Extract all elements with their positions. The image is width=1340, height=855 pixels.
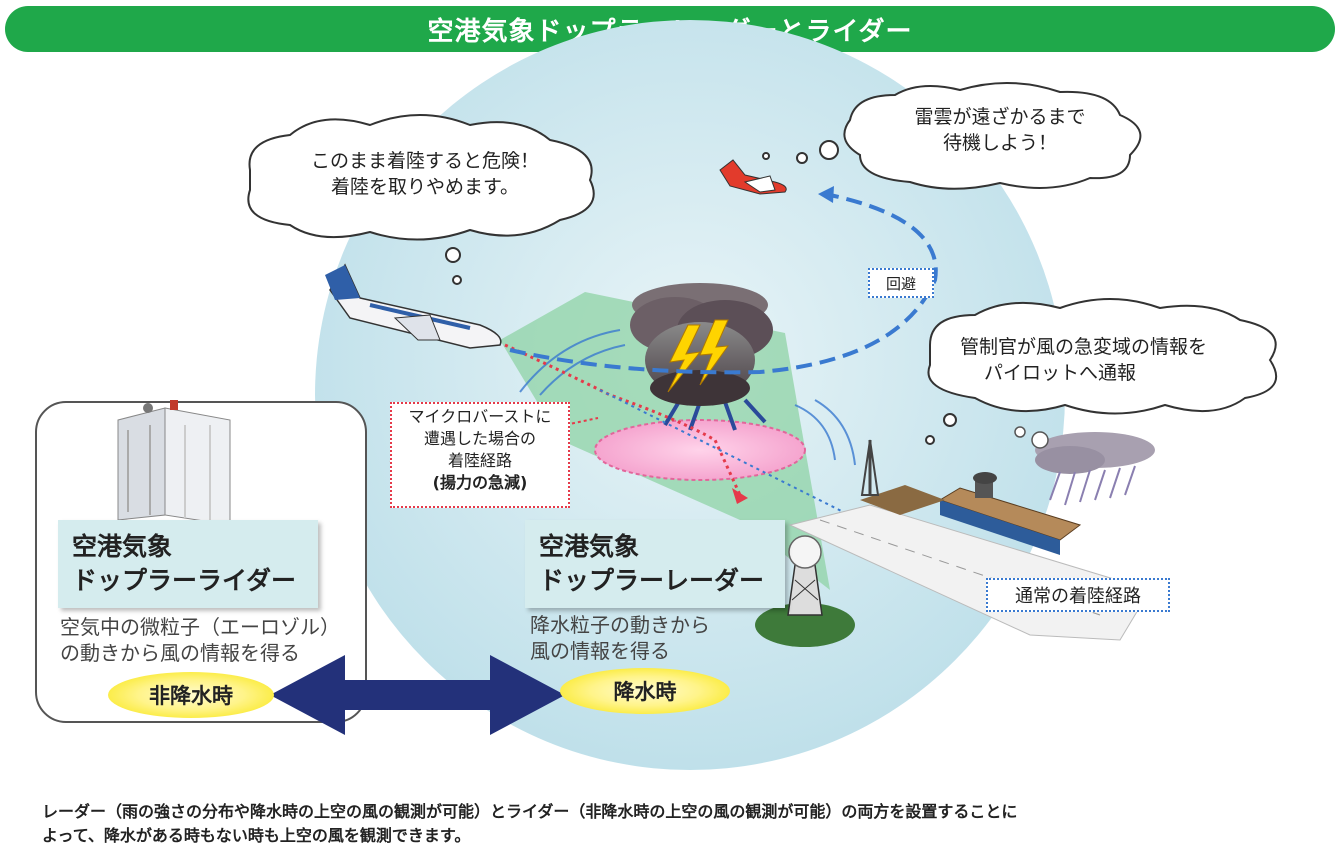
caption: レーダー（雨の強さの分布や降水時の上空の風の観測が可能）とライダー（非降水時の上… xyxy=(42,800,1312,848)
lidar-name-line: 空港気象 xyxy=(72,532,173,561)
cloud-text-waiting: 雷雲が遠ざかるまで 待機しよう！ xyxy=(880,104,1120,156)
airplane-icon xyxy=(719,159,787,195)
double-arrow xyxy=(270,655,565,735)
airport-terminal-icon xyxy=(860,439,1082,555)
cloud-text-controller: 管制官が風の急変域の情報を パイロットへ通報 xyxy=(960,334,1250,386)
lidar-unit-icon xyxy=(117,400,231,526)
cloud-line: 待機しよう！ xyxy=(942,132,1057,154)
radar-description: 降水粒子の動きから 風の情報を得る xyxy=(530,612,770,664)
cloud-line: 管制官が風の急変域の情報を xyxy=(960,336,1208,358)
cloud-line: 雷雲が遠ざかるまで xyxy=(914,106,1086,128)
microburst-line: マイクロバーストに xyxy=(408,407,552,426)
lidar-name-box: 空港気象 ドップラーライダー xyxy=(58,520,318,608)
radar-name-box: 空港気象 ドップラーレーダー xyxy=(525,520,785,608)
microburst-landing-path xyxy=(504,343,742,496)
radar-name-line: 空港気象 xyxy=(539,532,640,561)
radar-dome-icon xyxy=(755,535,855,647)
avoid-path xyxy=(509,193,938,375)
normal-path-label: 通常の着陸経路 xyxy=(986,578,1170,612)
airplane-icon xyxy=(325,263,502,349)
avoid-label: 回避 xyxy=(868,268,934,298)
caption-line: レーダー（雨の強さの分布や降水時の上空の風の観測が可能）とライダー（非降水時の上… xyxy=(42,802,1018,821)
lidar-description: 空気中の微粒子（エーロゾル） の動きから風の情報を得る xyxy=(60,614,370,666)
desc-line: 風の情報を得る xyxy=(530,639,670,663)
thundercloud-icon xyxy=(630,283,773,406)
downburst-arrows xyxy=(663,398,767,431)
lidar-condition-badge: 非降水時 xyxy=(108,672,274,718)
microburst-line: 遭遇した場合の xyxy=(423,429,536,448)
microburst-area xyxy=(594,419,806,481)
cloud-line: パイロットへ通報 xyxy=(984,362,1137,384)
desc-line: の動きから風の情報を得る xyxy=(60,641,300,665)
radar-condition-badge: 降水時 xyxy=(560,668,730,714)
desc-line: 空気中の微粒子（エーロゾル） xyxy=(60,615,340,639)
wind-waves xyxy=(519,329,856,466)
microburst-line: 着陸経路 xyxy=(447,451,512,470)
radar-name-line: ドップラーレーダー xyxy=(539,566,765,595)
cloud-text-landing-abort: このまま着陸すると危険！ 着陸を取りやめます。 xyxy=(280,148,570,200)
rain-cloud-icon xyxy=(1014,426,1155,506)
lidar-name-line: ドップラーライダー xyxy=(72,566,297,595)
desc-line: 降水粒子の動きから xyxy=(530,613,710,637)
microburst-line: (揚力の急減) xyxy=(432,473,528,492)
caption-line: よって、降水がある時もない時も上空の風を観測できます。 xyxy=(42,826,471,845)
cloud-line: 着陸を取りやめます。 xyxy=(330,176,520,198)
microburst-label-box: マイクロバーストに 遭遇した場合の 着陸経路 (揚力の急減) xyxy=(390,402,570,508)
cloud-line: このまま着陸すると危険！ xyxy=(310,150,539,172)
thought-bubbles xyxy=(247,81,1278,445)
